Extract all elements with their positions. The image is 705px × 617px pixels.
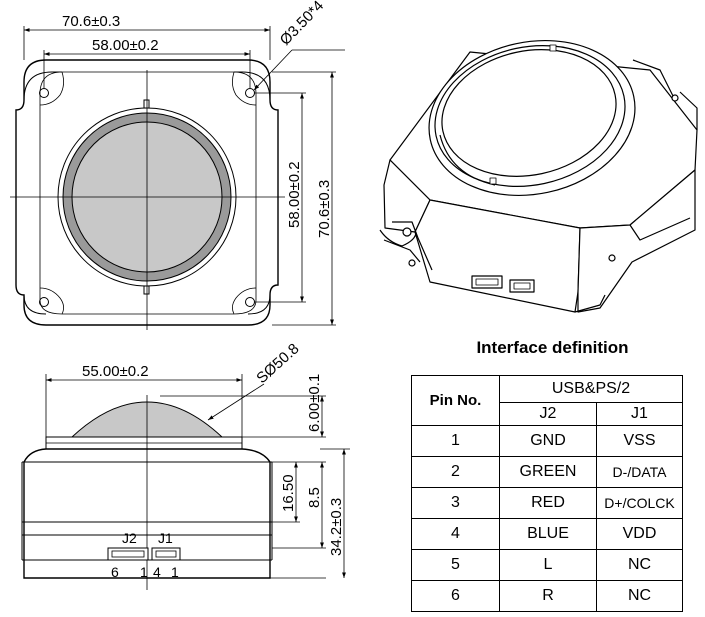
- group-header: USB&PS/2: [498, 375, 684, 403]
- pin-header: Pin No.: [411, 375, 500, 426]
- label-pin-1a: 1: [140, 564, 148, 580]
- table-row: 6 R NC: [411, 580, 684, 612]
- dim-outer-width: 70.6±0.3: [62, 13, 120, 30]
- j2-signal: GND: [499, 425, 597, 457]
- j1-signal: D-/DATA: [595, 456, 684, 488]
- col-header-j1: J1: [595, 402, 684, 426]
- j2-signal: L: [499, 549, 597, 581]
- leader-hole-dia: [253, 49, 293, 91]
- side-view: J2 J1 6 1 4 1 55.00±0.2 SØ50.8 6.00±0.1 …: [21, 340, 350, 590]
- interface-title: Interface definition: [476, 338, 629, 357]
- col-header-j2: J2: [499, 402, 597, 426]
- dim-vert-pitch: 58.00±0.2: [286, 161, 303, 228]
- pin-number: 3: [411, 487, 500, 519]
- pin-number: 6: [411, 580, 500, 612]
- table-row: 1 GND VSS: [411, 425, 684, 457]
- dim-1650: 16.50: [280, 474, 297, 512]
- j1-signal: D+/COLCK: [595, 487, 684, 519]
- label-pin-4: 4: [153, 564, 161, 580]
- j2-signal: BLUE: [499, 518, 597, 550]
- j2-signal: R: [499, 580, 597, 612]
- dim-hole-pitch: 58.00±0.2: [92, 37, 159, 54]
- pin-number: 4: [411, 518, 500, 550]
- pin-number: 5: [411, 549, 500, 581]
- j1-signal: NC: [595, 549, 684, 581]
- dim-ball-height: 6.00±0.1: [306, 374, 323, 432]
- dim-total-height: 34.2±0.3: [328, 498, 345, 556]
- label-pin-6: 6: [111, 564, 119, 580]
- dim-ball-width: 55.00±0.2: [82, 363, 149, 380]
- iso-ball: [441, 49, 617, 177]
- label-j2: J2: [122, 530, 137, 546]
- pin-number: 1: [411, 425, 500, 457]
- isometric-view: [379, 39, 698, 313]
- label-pin-1b: 1: [171, 564, 179, 580]
- dim-ball-radius: SØ50.8: [253, 340, 302, 387]
- dim-hole-dia: Ø3.50*4: [277, 0, 327, 49]
- j1-signal: NC: [595, 580, 684, 612]
- iso-right-face: [577, 169, 696, 313]
- j2-signal: GREEN: [499, 456, 597, 488]
- table-row: 3 RED D+/COLCK: [411, 487, 684, 519]
- j1-signal: VDD: [595, 518, 684, 550]
- pin-table: Pin No. USB&PS/2 J2 J1 1 GND VSS 2 GREEN…: [411, 375, 684, 612]
- table-row: 2 GREEN D-/DATA: [411, 456, 684, 488]
- dim-85: 8.5: [306, 487, 323, 508]
- top-view: 70.6±0.3 58.00±0.2 Ø3.50*4 58.00±0.2 70.…: [10, 0, 345, 330]
- mounting-ears: [23, 71, 271, 315]
- j1-signal: VSS: [595, 425, 684, 457]
- table-row: 5 L NC: [411, 549, 684, 581]
- table-row: 4 BLUE VDD: [411, 518, 684, 550]
- j2-signal: RED: [499, 487, 597, 519]
- leader-ball-radius: [207, 383, 265, 421]
- pin-number: 2: [411, 456, 500, 488]
- iso-left-face: [383, 159, 431, 233]
- label-j1: J1: [158, 530, 173, 546]
- dim-vert-outer: 70.6±0.3: [316, 180, 333, 238]
